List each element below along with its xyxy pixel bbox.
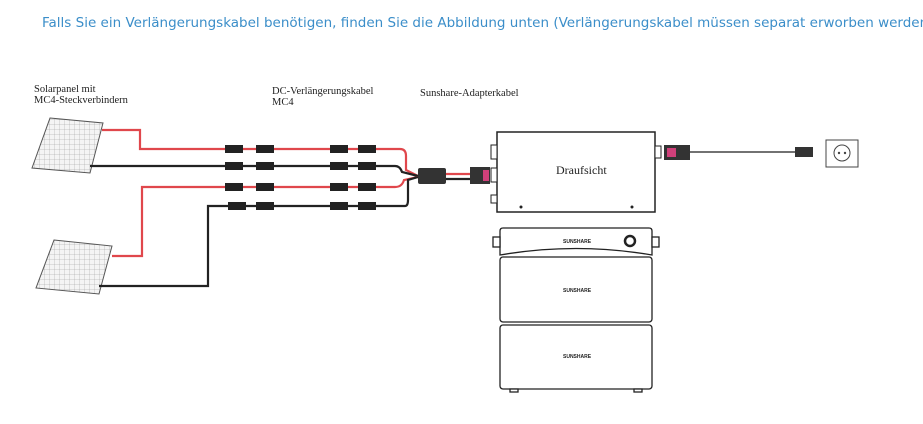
battery-stack — [492, 227, 660, 393]
control-unit — [499, 227, 653, 256]
intro-heading: Falls Sie ein Verlängerungskabel benötig… — [42, 15, 923, 31]
solar-label-line1: Solarpanel mit — [34, 84, 96, 95]
brand-logo: SUNSHARE — [563, 354, 592, 360]
adapter-cable-label: Sunshare-Adapterkabel — [420, 88, 519, 99]
inverter-ac-port — [654, 145, 662, 159]
inverter-port-2 — [490, 167, 498, 183]
power-button-icon — [623, 234, 637, 248]
solar-panel-2 — [35, 239, 113, 295]
schuko-plug — [795, 147, 813, 157]
battery-module-1 — [499, 256, 653, 323]
solar-panel-label: Solarpanel mit MC4-Steckverbindern — [34, 84, 128, 106]
inverter-port-1 — [490, 144, 498, 160]
inverter-connector-tip — [483, 170, 489, 181]
inverter-port-3 — [490, 194, 498, 204]
top-view-label: Draufsicht — [556, 163, 607, 177]
ac-connector-tip — [667, 148, 676, 157]
dc-label-line1: DC-Verlängerungskabel — [272, 86, 374, 97]
adapter-connector — [418, 168, 446, 184]
battery-module-2 — [499, 324, 653, 390]
dc-label-line2: MC4 — [272, 97, 294, 108]
mc4-connectors — [225, 145, 376, 210]
brand-logo: SUNSHARE — [563, 288, 592, 294]
solar-label-line2: MC4-Steckverbindern — [34, 95, 128, 106]
solar-panel-1 — [31, 117, 104, 174]
wall-socket-icon — [825, 139, 859, 168]
brand-logo: SUNSHARE — [563, 239, 592, 245]
dc-extension-label: DC-Verlängerungskabel MC4 — [272, 86, 373, 108]
negative-cable-1 — [90, 164, 419, 178]
negative-cable-2 — [99, 175, 419, 288]
